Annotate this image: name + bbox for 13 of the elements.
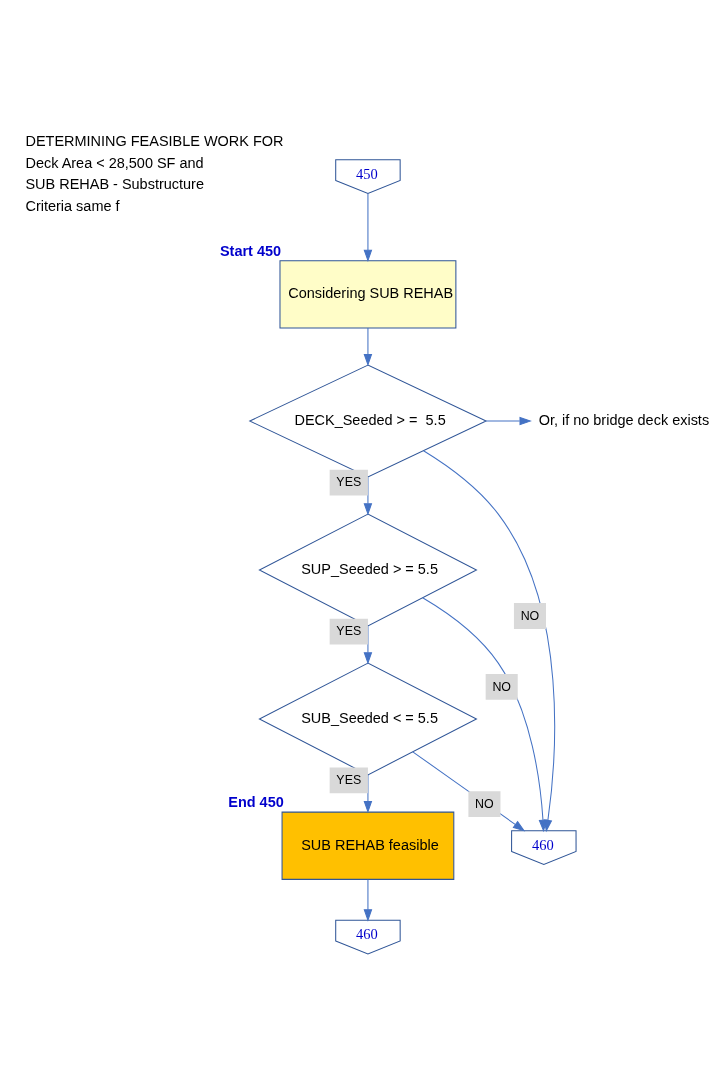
edge-label: NO	[520, 608, 540, 623]
node-text: Or, if no bridge deck exists	[538, 411, 710, 428]
label: SUB REHAB - Substructure	[25, 175, 204, 192]
node-label: End 450	[228, 793, 284, 810]
edge-label: NO	[475, 796, 494, 811]
label: Deck Area < 28,500 SF and	[25, 154, 204, 171]
node-label: Start 450	[219, 242, 282, 259]
label: DETERMINING FEASIBLE WORK FOR	[25, 132, 284, 149]
edge-label: NO	[492, 679, 511, 694]
edge-label: YES	[336, 623, 362, 638]
edge-label: YES	[336, 772, 362, 787]
label: Criteria same f	[25, 197, 120, 214]
edge-label: YES	[336, 474, 362, 489]
